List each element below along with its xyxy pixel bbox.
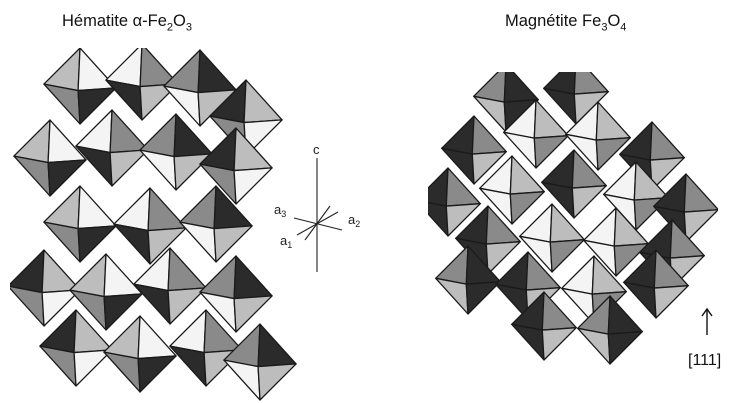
hematite-octahedron bbox=[39, 309, 113, 387]
magnetite-octahedron bbox=[503, 99, 569, 169]
hematite-octahedron bbox=[179, 185, 253, 263]
hematite-octahedron bbox=[10, 249, 81, 327]
magnetite-octahedron bbox=[519, 203, 585, 273]
magnetite-octahedron bbox=[435, 245, 501, 315]
magnetite-octahedron bbox=[565, 101, 631, 171]
magnetite-octahedron bbox=[511, 291, 577, 361]
direction-arrow-icon bbox=[701, 307, 713, 335]
axis-a1-line bbox=[304, 205, 331, 241]
magnetite-structure-illustration bbox=[428, 72, 718, 365]
hematite-octahedron bbox=[43, 185, 117, 263]
hematite-title-o: O bbox=[173, 12, 186, 30]
hematite-octahedron bbox=[13, 119, 87, 197]
magnetite-title-text: Magnétite Fe bbox=[505, 12, 602, 30]
magnetite-octahedron bbox=[543, 72, 609, 125]
magnetite-octahedron bbox=[583, 207, 649, 277]
axis-a1-label: a1 bbox=[280, 233, 292, 250]
axis-a2-label: a2 bbox=[348, 212, 360, 229]
hematite-octahedron bbox=[223, 323, 297, 401]
hematite-structure-illustration bbox=[10, 48, 297, 401]
hematite-octahedron bbox=[103, 315, 177, 393]
magnetite-title-o: O bbox=[607, 12, 621, 30]
magnetite-octahedron bbox=[441, 115, 507, 185]
axis-a1-letter: a bbox=[280, 233, 288, 248]
magnetite-subscript-o: 4 bbox=[620, 21, 627, 34]
magnetite-octahedron bbox=[623, 249, 689, 319]
axis-a3-sub: 3 bbox=[281, 209, 286, 219]
hematite-subscript-fe: 2 bbox=[166, 21, 174, 34]
axis-a2-letter: a bbox=[348, 212, 356, 227]
hematite-octahedron bbox=[43, 48, 117, 125]
magnetite-octahedron bbox=[541, 149, 607, 219]
magnetite-octahedron bbox=[479, 155, 545, 225]
crystal-axes-diagram: c a3 a2 a1 bbox=[274, 144, 360, 272]
axis-a3-label: a3 bbox=[274, 202, 286, 219]
direction-label: [111] bbox=[688, 352, 722, 369]
magnetite-octahedron bbox=[639, 219, 705, 289]
hematite-octahedron bbox=[75, 109, 149, 187]
hematite-octahedron bbox=[199, 255, 273, 333]
hematite-octahedron bbox=[133, 247, 207, 325]
hematite-octahedron bbox=[69, 253, 143, 331]
hematite-octahedron bbox=[169, 309, 243, 387]
magnetite-subscript-fe: 3 bbox=[601, 21, 608, 34]
axis-a2-line bbox=[293, 217, 343, 231]
magnetite-octahedron bbox=[577, 295, 643, 365]
hematite-title: Hématite α-Fe2O3 bbox=[62, 12, 192, 33]
magnetite-octahedron bbox=[428, 167, 481, 237]
hematite-octahedron bbox=[113, 187, 187, 265]
axis-a1-sub: 1 bbox=[287, 240, 292, 250]
hematite-title-text: Hématite α-Fe bbox=[62, 12, 167, 30]
magnetite-title: Magnétite Fe3O4 bbox=[505, 12, 626, 33]
axis-c-label: c bbox=[313, 144, 320, 157]
hematite-subscript-o: 3 bbox=[185, 21, 192, 34]
axis-a3-letter: a bbox=[274, 202, 282, 217]
hematite-octahedron bbox=[105, 48, 179, 121]
hematite-octahedron bbox=[199, 127, 273, 205]
axis-a2-sub: 2 bbox=[355, 219, 360, 229]
